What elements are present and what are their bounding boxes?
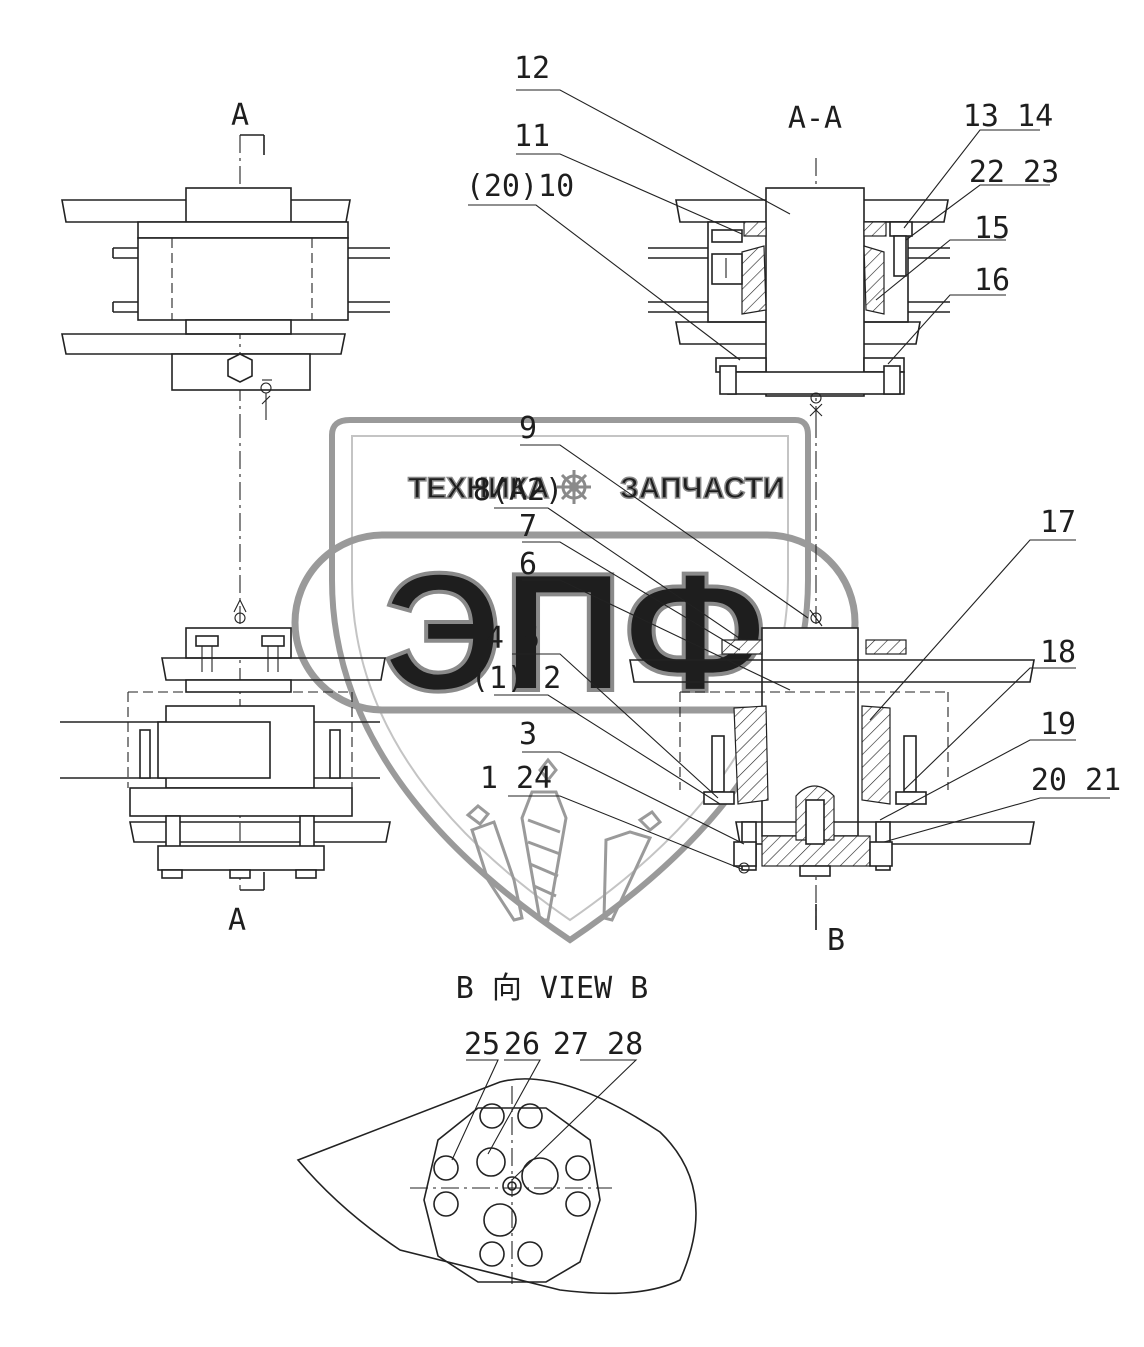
section-mark-a-bottom: A (228, 903, 246, 938)
callout-13-14: 13 14 (963, 99, 1053, 134)
watermark-logo-letters: ЭПФ (383, 538, 767, 726)
callout-27-28: 27 28 (553, 1027, 643, 1062)
view-b-arrow-mark: B (827, 923, 845, 958)
gear-icon (557, 470, 591, 504)
side-view-upper (61, 134, 390, 420)
lower-section-view (629, 609, 1035, 930)
callout-1-24: 1 24 (480, 761, 552, 796)
callout-1-2: (1) 2 (471, 661, 561, 696)
side-view-lower (60, 420, 391, 891)
view-b-title: B 向 VIEW B (456, 971, 649, 1006)
leader-lines (451, 89, 1110, 1181)
callout-17: 17 (1040, 505, 1076, 540)
callout-26: 26 (504, 1027, 540, 1062)
watermark: ТЕХНИКА ЗАПЧАСТИ ЭПФ (291, 417, 859, 944)
callout-19: 19 (1040, 707, 1076, 742)
callout-16: 16 (974, 263, 1010, 298)
watermark-left-word: ТЕХНИКА (408, 472, 550, 505)
callout-25: 25 (464, 1027, 500, 1062)
watermark-shield (329, 417, 811, 944)
callout-15: 15 (974, 211, 1010, 246)
callout-20-10: (20)10 (466, 169, 574, 204)
callout-9: 9 (519, 411, 537, 446)
watermark-right-word: ЗАПЧАСТИ (620, 472, 784, 505)
callout-8-a2: 8(A2) (473, 473, 563, 508)
callout-11: 11 (514, 119, 550, 154)
callout-4-5: 4 5 (486, 621, 540, 656)
callout-12: 12 (514, 51, 550, 86)
callout-22-23: 22 23 (969, 155, 1059, 190)
section-aa-title: A-A (788, 101, 842, 136)
watermark-logo-band (291, 531, 859, 714)
callout-6: 6 (519, 547, 537, 582)
wheat-ears-emblem (465, 757, 663, 922)
section-mark-a-top: A (231, 98, 249, 133)
callout-7: 7 (519, 509, 537, 544)
callout-3: 3 (519, 717, 537, 752)
section-aa-view (648, 158, 950, 930)
callout-20-21: 20 21 (1031, 763, 1121, 798)
callout-18: 18 (1040, 635, 1076, 670)
view-b (296, 1078, 697, 1295)
